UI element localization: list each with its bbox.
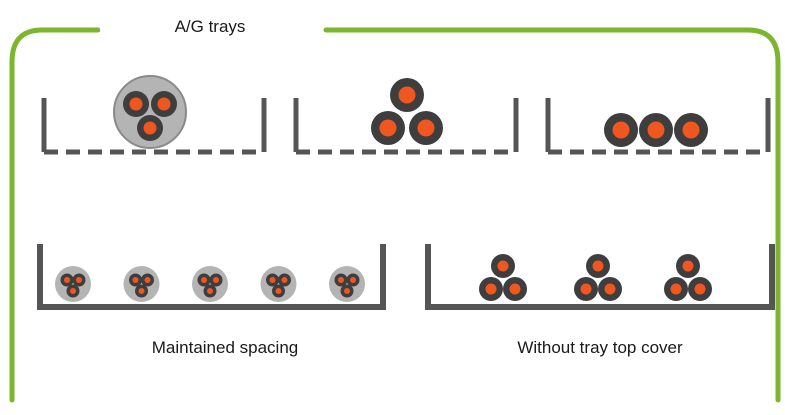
tray-top-1 bbox=[41, 98, 267, 155]
cable-flat-2 bbox=[639, 113, 673, 147]
trefoil-group-3 bbox=[664, 254, 712, 301]
spaced-bundle-3 bbox=[192, 266, 228, 302]
cable-flat-3 bbox=[674, 113, 708, 147]
spaced-bundle-5 bbox=[329, 266, 365, 302]
spaced-bundle-1 bbox=[55, 266, 91, 302]
cable-bundle-trefoil bbox=[113, 75, 187, 149]
cable-trefoil-top bbox=[390, 78, 424, 112]
tray-group bbox=[37, 98, 775, 310]
without-cover-label: Without tray top cover bbox=[517, 338, 683, 357]
spaced-bundle-2 bbox=[123, 266, 160, 302]
spaced-bundle-4 bbox=[260, 266, 297, 302]
cable-trefoil-right bbox=[409, 111, 443, 145]
tray-bottom-left bbox=[37, 244, 386, 310]
green-frame bbox=[9, 27, 781, 403]
trefoil-group-1 bbox=[479, 254, 527, 301]
tray-top-2 bbox=[293, 98, 519, 155]
diagram-title: A/G trays bbox=[100, 12, 320, 42]
maintained-spacing-label: Maintained spacing bbox=[151, 338, 299, 357]
tray-bottom-right bbox=[425, 244, 775, 310]
trefoil-group-2 bbox=[574, 254, 622, 301]
tray-top-3 bbox=[545, 98, 771, 155]
cable-trefoil-left bbox=[371, 111, 405, 145]
cable-flat-1 bbox=[604, 113, 638, 147]
cable-group bbox=[55, 75, 712, 302]
